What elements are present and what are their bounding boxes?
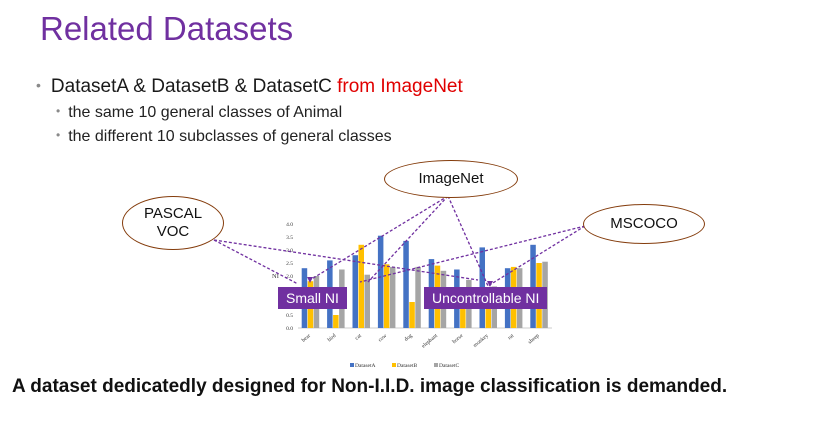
dashed-connector — [309, 195, 449, 281]
legend-label-DatasetA: DatasetA — [355, 363, 375, 369]
y-tick-label: 0.0 — [286, 326, 293, 332]
chart-plot: 0.00.51.01.52.02.53.03.54.0NIbearbirdcat… — [272, 222, 552, 350]
dashed-connector — [367, 195, 449, 283]
bar-DatasetA-dog — [403, 240, 409, 328]
chart-legend: DatasetA DatasetB DatasetC — [350, 363, 459, 369]
y-tick-label: 0.5 — [286, 313, 293, 319]
y-tick-label: 3.5 — [286, 235, 293, 241]
x-tick-label: horse — [451, 333, 464, 346]
legend-swatch-DatasetC — [434, 363, 438, 367]
bullet-main-highlight: from ImageNet — [337, 76, 463, 97]
x-tick-label: cat — [354, 333, 363, 342]
bullet-dot: • — [56, 128, 61, 142]
x-tick-label: bear — [301, 333, 312, 344]
x-tick-label: bird — [327, 333, 338, 343]
bar-DatasetB-monkey — [485, 296, 491, 328]
x-tick-label: cow — [377, 333, 388, 344]
bullet-sub-2-text: the different 10 subclasses of general c… — [68, 128, 392, 145]
bar-DatasetC-cat — [364, 274, 370, 328]
slide-title: Related Datasets — [40, 10, 294, 47]
y-tick-label: 2.5 — [286, 261, 293, 267]
bullet-list: • DatasetA & DatasetB & DatasetC from Ima… — [36, 76, 463, 146]
bullet-main-text: DatasetA & DatasetB & DatasetC — [50, 76, 338, 97]
uncontrollable-ni-label: Uncontrollable NI — [424, 287, 548, 309]
dashed-connector — [213, 239, 299, 285]
legend-label-DatasetB: DatasetB — [397, 363, 417, 369]
dashed-connector — [447, 195, 489, 287]
bottom-statement: A dataset dedicatedly designed for Non-I… — [12, 376, 728, 397]
bar-DatasetC-dog — [415, 266, 421, 328]
bullet-dot: • — [36, 77, 41, 93]
small-ni-label: Small NI — [278, 287, 347, 309]
bar-DatasetC-cow — [389, 266, 396, 328]
dashed-connector — [359, 225, 586, 283]
y-tick-label: 2.0 — [286, 274, 293, 280]
pascal-voc-callout: PASCAL VOC — [122, 196, 224, 250]
x-tick-label: sheep — [527, 333, 541, 346]
bar-DatasetA-cow — [377, 235, 384, 328]
pascal-voc-label-line1: PASCAL — [143, 205, 203, 222]
dashed-connector — [487, 225, 586, 287]
legend-swatch-DatasetA — [350, 363, 354, 367]
x-tick-label: elephant — [421, 333, 439, 350]
imagenet-label: ImageNet — [418, 170, 484, 187]
dashed-connector — [213, 239, 479, 281]
x-tick-label: monkey — [472, 333, 490, 349]
bar-DatasetB-cow — [383, 264, 390, 328]
bullet-sub-1: • the same 10 general classes of Animal — [56, 104, 463, 122]
legend-label-DatasetC: DatasetC — [439, 363, 459, 369]
bar-DatasetA-sheep — [530, 244, 536, 328]
bullet-dot: • — [56, 104, 61, 118]
bullet-sub-2: • the different 10 subclasses of general … — [56, 128, 463, 146]
arrow-head — [307, 277, 313, 283]
x-tick-label: rat — [507, 333, 516, 342]
arrow-head — [487, 281, 493, 287]
bar-DatasetA-cat — [352, 255, 358, 328]
y-axis-label: NI — [272, 273, 279, 280]
pascal-voc-label-line2: VOC — [156, 223, 190, 240]
bullet-main: • DatasetA & DatasetB & DatasetC from Ima… — [36, 76, 463, 98]
bar-DatasetB-bird — [333, 315, 339, 328]
legend-swatch-DatasetB — [392, 363, 396, 367]
y-tick-label: 4.0 — [286, 222, 293, 228]
bar-DatasetB-dog — [409, 302, 415, 328]
connector-lines — [213, 195, 586, 287]
bullet-sub-1-text: the same 10 general classes of Animal — [68, 104, 343, 121]
x-tick-label: dog — [403, 333, 413, 343]
mscoco-label: MSCOCO — [610, 215, 678, 232]
bar-DatasetB-cat — [358, 244, 364, 328]
imagenet-callout: ImageNet — [384, 160, 518, 198]
mscoco-callout: MSCOCO — [583, 204, 705, 244]
